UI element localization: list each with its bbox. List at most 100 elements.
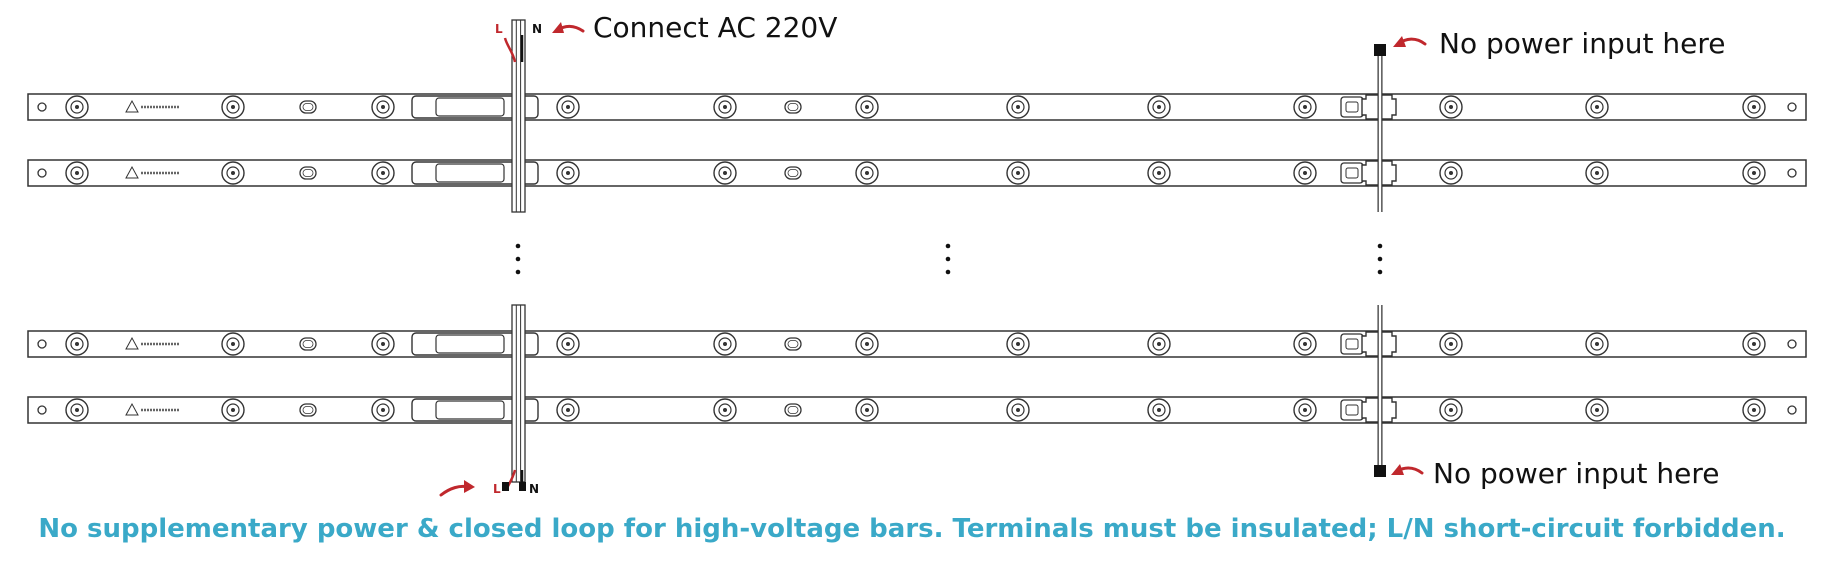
- led-lens: [1742, 161, 1766, 185]
- led-bar: [27, 93, 1807, 121]
- ellipsis-dot: [945, 269, 951, 275]
- warning-triangle-icon: [125, 99, 139, 113]
- lens-center: [865, 171, 869, 175]
- arrow-head: [464, 480, 475, 493]
- arrow-shaft: [439, 484, 470, 497]
- led-lens: [1006, 161, 1030, 185]
- led-lens: [556, 161, 580, 185]
- lens-center: [566, 408, 570, 412]
- output-connector-pin: [1345, 167, 1359, 179]
- oval-slot-inner: [787, 169, 799, 177]
- output-connector-pin: [1345, 338, 1359, 350]
- led-lens: [1006, 332, 1030, 356]
- led-bar: [27, 330, 1807, 358]
- led-lens: [556, 332, 580, 356]
- led-lens: [1742, 95, 1766, 119]
- bar-outline: [27, 396, 1807, 424]
- lens-center: [75, 408, 79, 412]
- led-lens: [371, 161, 395, 185]
- led-lens: [65, 161, 89, 185]
- output-connector-pin: [1345, 404, 1359, 416]
- power-bus-lower: [511, 304, 526, 483]
- ellipsis-dot: [1377, 256, 1383, 262]
- mounting-hole: [1787, 168, 1797, 178]
- lens-center: [723, 408, 727, 412]
- curved-arrow-icon: [439, 480, 475, 497]
- lens-center: [865, 105, 869, 109]
- lens-center: [1752, 342, 1756, 346]
- arrow-head: [552, 22, 564, 33]
- arrow-head: [1391, 464, 1404, 475]
- lens-center: [1016, 408, 1020, 412]
- lens-center: [231, 342, 235, 346]
- led-lens: [1147, 95, 1171, 119]
- lens-center: [1016, 171, 1020, 175]
- led-lens: [65, 332, 89, 356]
- lens-center: [1449, 171, 1453, 175]
- lens-center: [865, 408, 869, 412]
- led-lens: [1293, 332, 1317, 356]
- led-lens: [855, 398, 879, 422]
- lens-center: [865, 342, 869, 346]
- led-lens: [371, 398, 395, 422]
- connector-latch: [435, 163, 505, 183]
- lens-center: [75, 171, 79, 175]
- led-lens: [221, 161, 245, 185]
- oval-slot-inner: [302, 103, 314, 111]
- lens-center: [1595, 342, 1599, 346]
- ellipsis-dots-icon: [945, 243, 951, 275]
- led-lens: [1293, 398, 1317, 422]
- lens-center: [1157, 105, 1161, 109]
- lens-center: [231, 105, 235, 109]
- lens-center: [381, 171, 385, 175]
- led-bar: [27, 396, 1807, 424]
- oval-slot-inner: [302, 406, 314, 414]
- lens-center: [1157, 342, 1161, 346]
- lens-center: [381, 408, 385, 412]
- lens-center: [1449, 408, 1453, 412]
- led-lens: [1439, 161, 1463, 185]
- oval-slot-inner: [787, 406, 799, 414]
- led-lens: [65, 398, 89, 422]
- no-power-top-label: No power input here: [1439, 27, 1726, 60]
- led-lens: [221, 332, 245, 356]
- lens-center: [1449, 342, 1453, 346]
- connector-latch: [435, 97, 505, 117]
- lens-center: [1752, 171, 1756, 175]
- led-lens: [1439, 398, 1463, 422]
- led-lens: [1147, 398, 1171, 422]
- top-wire-n-label: N: [532, 22, 543, 36]
- lens-center: [1595, 408, 1599, 412]
- lens-center: [75, 105, 79, 109]
- led-lens: [1147, 161, 1171, 185]
- lens-center: [1303, 171, 1307, 175]
- connector-latch: [435, 400, 505, 420]
- lens-center: [566, 105, 570, 109]
- lens-center: [1303, 105, 1307, 109]
- led-lens: [1585, 95, 1609, 119]
- ellipsis-dot: [1377, 243, 1383, 249]
- led-lens: [1147, 332, 1171, 356]
- led-lens: [1006, 398, 1030, 422]
- lens-center: [1595, 171, 1599, 175]
- led-lens: [713, 95, 737, 119]
- lens-center: [723, 342, 727, 346]
- led-lens: [855, 332, 879, 356]
- oval-slot-inner: [302, 169, 314, 177]
- bar-outline: [27, 93, 1807, 121]
- curved-arrow-icon: [1393, 36, 1427, 47]
- lens-center: [1157, 171, 1161, 175]
- oval-slot-inner: [787, 340, 799, 348]
- ellipsis-dot: [515, 269, 521, 275]
- lens-center: [1449, 105, 1453, 109]
- led-lens: [1585, 161, 1609, 185]
- bottom-wire-l-label: L: [493, 482, 501, 496]
- warning-triangle-icon: [125, 402, 139, 416]
- lens-center: [1303, 408, 1307, 412]
- led-lens: [65, 95, 89, 119]
- led-lens: [713, 161, 737, 185]
- mounting-hole: [1787, 102, 1797, 112]
- led-lens: [221, 95, 245, 119]
- led-lens: [1293, 95, 1317, 119]
- led-lens: [1742, 332, 1766, 356]
